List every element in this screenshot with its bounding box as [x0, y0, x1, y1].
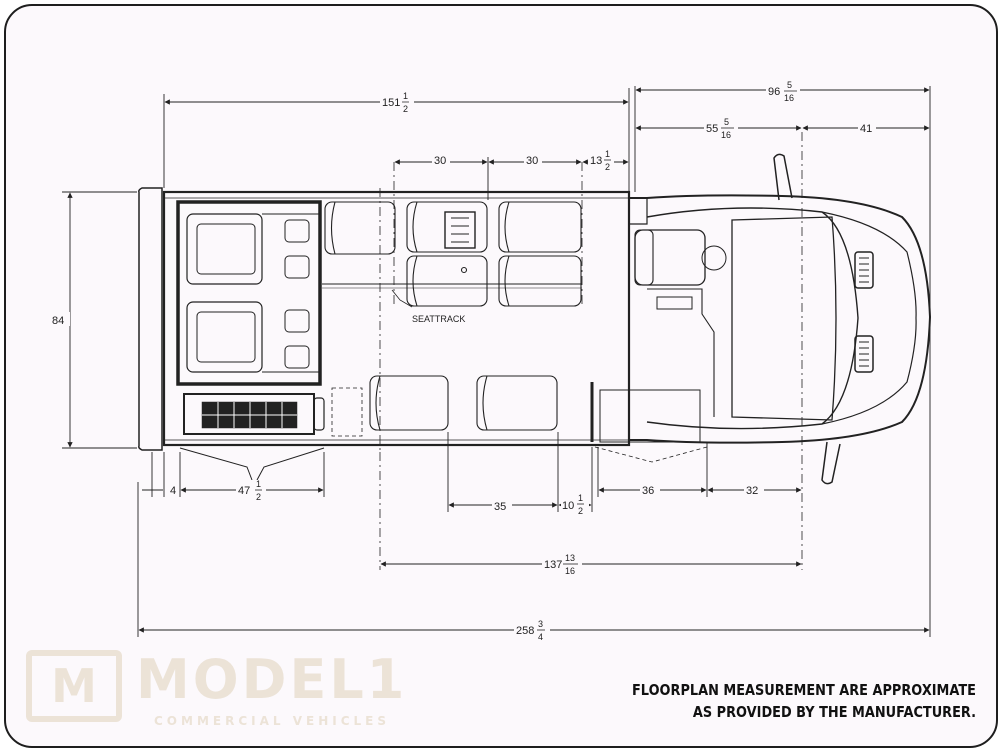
dim-rear-left: 4	[170, 485, 176, 497]
svg-text:1: 1	[605, 149, 610, 159]
svg-text:2: 2	[403, 104, 408, 114]
svg-text:4: 4	[538, 632, 543, 642]
dim-lift-width: 47	[238, 485, 250, 497]
seattrack-label: SEATTRACK	[412, 314, 465, 324]
svg-text:16: 16	[784, 93, 794, 103]
passenger-seats	[322, 201, 582, 437]
floorplan-diagram: 151 1 2 96 5 16 55 5 16 41 30 30 13 1 2 …	[50, 80, 932, 644]
dim-seat-gap-top: 13	[590, 155, 602, 167]
svg-text:1: 1	[578, 493, 583, 503]
dim-wheelbase: 137	[544, 559, 562, 571]
brand-tagline: COMMERCIAL VEHICLES	[154, 714, 390, 728]
svg-text:1: 1	[256, 479, 261, 489]
disclaimer-line-2: AS PROVIDED BY THE MANUFACTURER.	[692, 703, 976, 721]
vehicle-body	[138, 153, 932, 485]
disclaimer-line-1: FLOORPLAN MEASUREMENT ARE APPROXIMATE	[632, 681, 976, 699]
dim-cab-total: 96	[768, 86, 780, 98]
dim-overall-top: 151	[382, 97, 400, 109]
svg-text:16: 16	[721, 130, 731, 140]
dim-cab-right: 41	[860, 123, 872, 135]
dimension-labels: 151 1 2 96 5 16 55 5 16 41 30 30 13 1 2 …	[50, 80, 876, 644]
brand-logo: M MODEL1 COMMERCIAL VEHICLES	[26, 646, 426, 736]
dim-seat-spacing-1: 30	[434, 155, 446, 167]
svg-text:16: 16	[565, 566, 575, 576]
svg-text:5: 5	[724, 117, 729, 127]
guide-lines	[379, 132, 803, 570]
dim-cab-left: 55	[706, 123, 718, 135]
svg-text:2: 2	[578, 506, 583, 516]
seattrack-leader	[391, 289, 413, 308]
dim-overall-length: 258	[516, 625, 534, 637]
floorplan-card: 151 1 2 96 5 16 55 5 16 41 30 30 13 1 2 …	[4, 4, 998, 748]
dim-seat-spacing-2: 30	[526, 155, 538, 167]
svg-text:2: 2	[605, 162, 610, 172]
dim-cab-bottom: 32	[746, 485, 758, 497]
svg-text:13: 13	[565, 553, 575, 563]
dim-height: 84	[52, 315, 64, 327]
disclaimer: FLOORPLAN MEASUREMENT ARE APPROXIMATE AS…	[632, 679, 976, 723]
dim-door-gap: 10	[562, 500, 574, 512]
dimension-lines	[62, 86, 931, 637]
svg-text:2: 2	[256, 492, 261, 502]
svg-text:3: 3	[538, 619, 543, 629]
svg-text:1: 1	[403, 91, 408, 101]
dim-seat-bottom: 35	[494, 501, 506, 513]
logo-mark: M	[26, 650, 122, 722]
brand-name: MODEL1	[136, 648, 408, 711]
svg-text:5: 5	[787, 80, 792, 90]
wheelchair-area	[176, 200, 325, 481]
dim-door-width: 36	[642, 485, 654, 497]
